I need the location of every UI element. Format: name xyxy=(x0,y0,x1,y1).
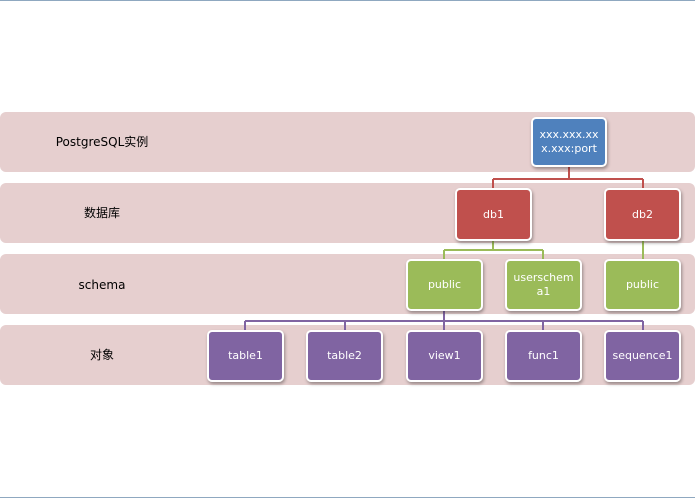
node-func1[interactable]: func1 xyxy=(505,330,582,382)
band-label-instance: PostgreSQL实例 xyxy=(55,135,149,149)
band-database xyxy=(0,183,695,243)
instance-connectors xyxy=(492,166,644,189)
node-table1[interactable]: table1 xyxy=(207,330,284,382)
node-table2[interactable]: table2 xyxy=(306,330,383,382)
bottom-border-line xyxy=(0,497,695,498)
node-db2[interactable]: db2 xyxy=(604,188,681,241)
band-label-database: 数据库 xyxy=(83,206,120,220)
band-label-object: 对象 xyxy=(89,348,114,362)
node-view1[interactable]: view1 xyxy=(406,330,483,382)
node-instance[interactable]: xxx.xxx.xxx.xxx:port xyxy=(531,117,607,167)
node-userschema1[interactable]: userschema1 xyxy=(505,259,582,311)
schema-connectors xyxy=(443,240,644,260)
node-db1[interactable]: db1 xyxy=(455,188,532,241)
node-sequence1[interactable]: sequence1 xyxy=(604,330,681,382)
top-border-line xyxy=(0,0,695,1)
node-db2-public[interactable]: public xyxy=(604,259,681,311)
band-label-schema: schema xyxy=(78,278,126,292)
object-connectors xyxy=(244,310,644,331)
node-db1-public[interactable]: public xyxy=(406,259,483,311)
